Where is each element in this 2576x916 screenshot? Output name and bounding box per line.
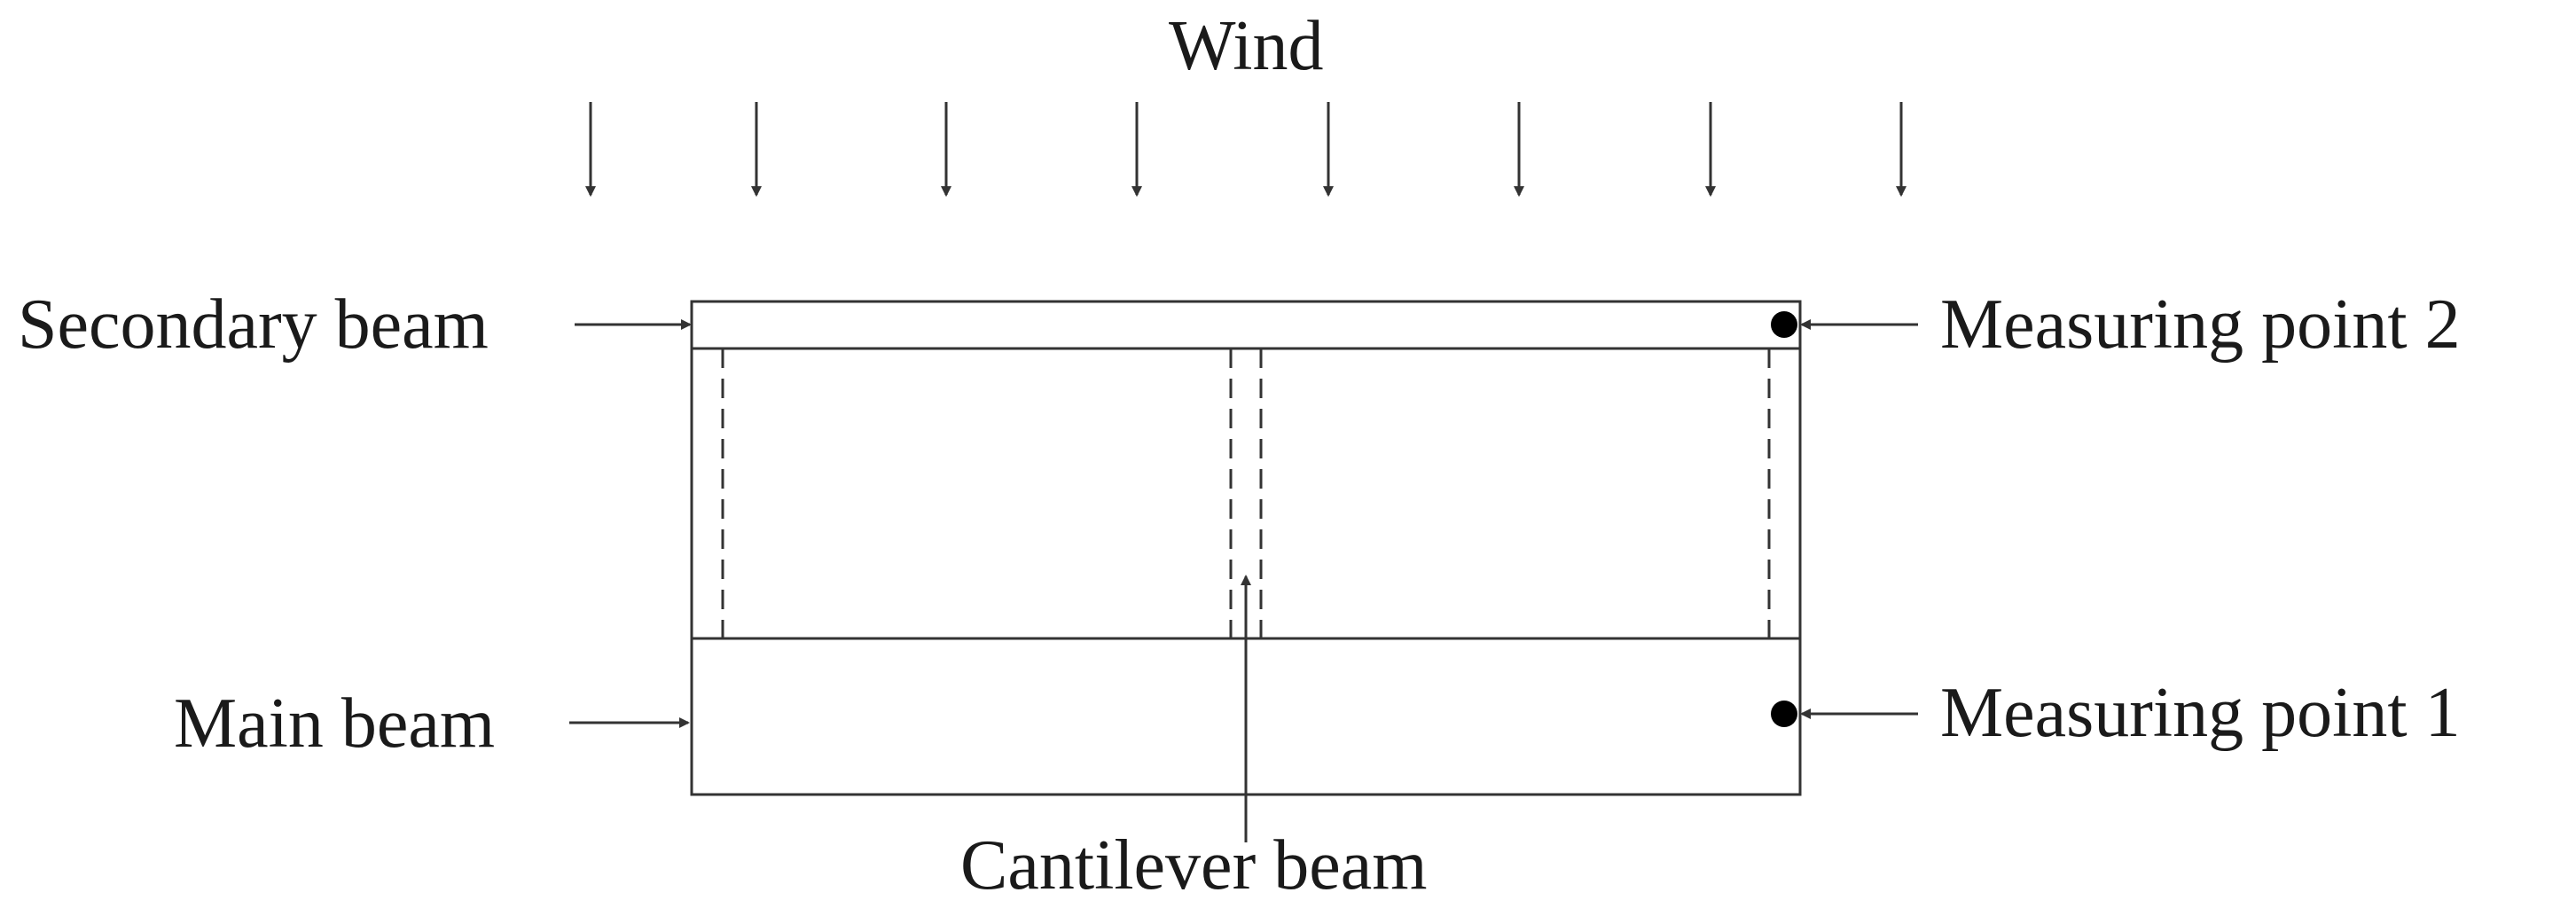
cantilever-dashed-lines: [721, 348, 1771, 638]
wind-arrows: [585, 102, 1907, 197]
cantilever-beam-label: Cantilever beam: [960, 826, 1428, 904]
measuring-point-2-label: Measuring point 2: [1940, 286, 2461, 364]
secondary-beam-label: Secondary beam: [18, 286, 489, 364]
main-beam-label: Main beam: [174, 685, 496, 763]
measuring-point-1-marker: [1771, 701, 1797, 727]
wind-label: Wind: [1169, 7, 1324, 85]
measuring-point-1-label: Measuring point 1: [1940, 674, 2461, 752]
measuring-point-2-marker: [1771, 311, 1797, 338]
